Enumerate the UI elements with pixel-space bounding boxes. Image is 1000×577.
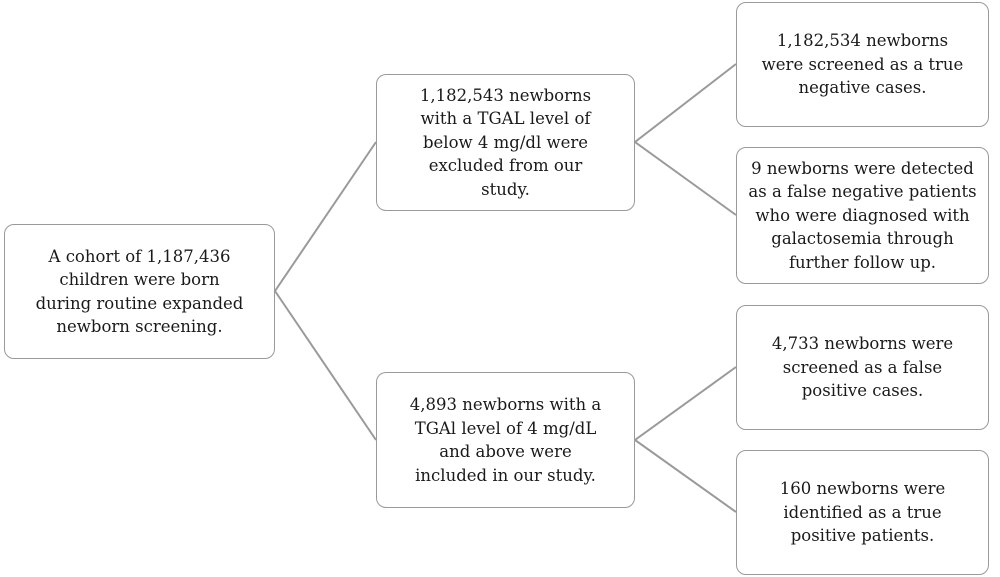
- true-positive-line: positive patients.: [790, 526, 935, 546]
- cohort-box: A cohort of 1,187,436 children were born…: [4, 224, 275, 359]
- connector-root-to-included: [274, 290, 377, 441]
- false-negative-line: who were diagnosed with: [755, 205, 970, 225]
- true-positive-line: identified as a true: [783, 502, 942, 522]
- excluded-box: 1,182,543 newborns with a TGAL level of …: [376, 74, 635, 211]
- included-box: 4,893 newborns with a TGAl level of 4 mg…: [376, 372, 635, 508]
- connector-excluded-to-false-negative: [634, 141, 737, 216]
- cohort-line: newborn screening.: [56, 317, 223, 336]
- connector-excluded-to-true-negative: [634, 63, 737, 143]
- excluded-line: below 4 mg/dl were: [422, 132, 589, 152]
- excluded-line: study.: [481, 179, 530, 199]
- true-negative-line: were screened as a true: [761, 54, 964, 74]
- connector-root-to-excluded: [274, 141, 377, 292]
- false-positive-box: 4,733 newborns were screened as a false …: [736, 305, 989, 430]
- false-negative-line: further follow up.: [788, 252, 937, 272]
- cohort-line: during routine expanded: [35, 293, 244, 313]
- excluded-line: excluded from our: [428, 156, 583, 176]
- connector-included-to-true-positive: [634, 439, 737, 513]
- false-negative-line: galactosemia through: [771, 229, 954, 249]
- cohort-line: children were born: [59, 270, 220, 289]
- connector-included-to-false-positive: [634, 366, 737, 441]
- true-positive-box: 160 newborns were identified as a true p…: [736, 450, 989, 575]
- true-negative-line: 1,182,534 newborns: [776, 31, 949, 51]
- true-negative-box: 1,182,534 newborns were screened as a tr…: [736, 2, 989, 127]
- false-negative-line: 9 newborns were detected: [751, 158, 974, 178]
- included-line: and above were: [439, 442, 572, 461]
- true-negative-line: negative cases.: [798, 78, 927, 98]
- excluded-line: 1,182,543 newborns: [419, 85, 592, 105]
- true-positive-line: 160 newborns were: [779, 479, 946, 499]
- cohort-line: A cohort of 1,187,436: [48, 246, 231, 266]
- excluded-line: with a TGAL level of: [420, 109, 591, 129]
- included-line: included in our study.: [415, 465, 596, 485]
- included-line: TGAl level of 4 mg/dL: [414, 418, 597, 438]
- false-positive-line: screened as a false: [782, 357, 943, 377]
- false-positive-line: positive cases.: [801, 381, 924, 401]
- included-line: 4,893 newborns with a: [409, 395, 602, 414]
- false-positive-line: 4,733 newborns were: [771, 334, 954, 354]
- false-negative-line: as a false negative patients: [748, 182, 977, 202]
- false-negative-box: 9 newborns were detected as a false nega…: [736, 147, 989, 284]
